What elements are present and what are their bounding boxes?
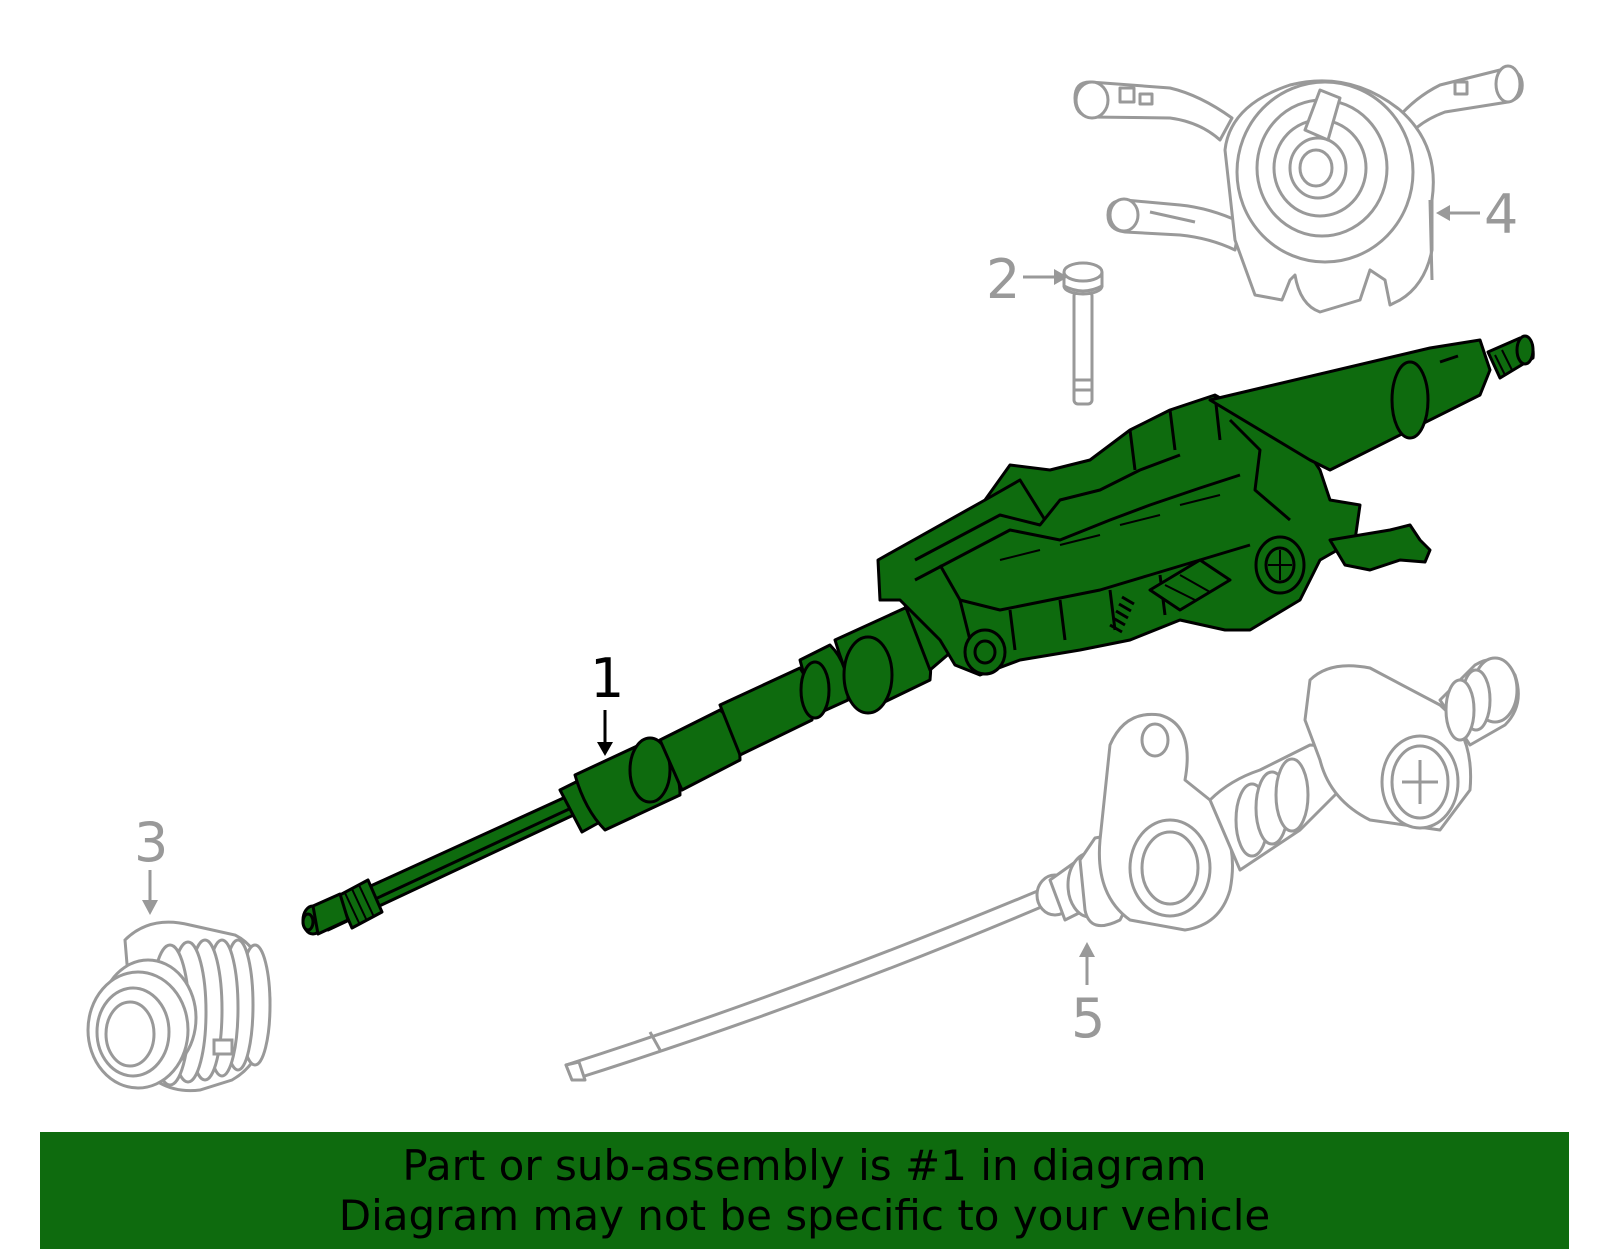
banner-line-2: Diagram may not be specific to your vehi… — [338, 1190, 1271, 1240]
arrowhead-5 — [1079, 942, 1095, 957]
banner-line-1: Part or sub-assembly is #1 in diagram — [402, 1140, 1207, 1190]
arrowhead-1 — [597, 742, 613, 756]
bushing[interactable] — [86, 920, 272, 1093]
intermediate-shaft[interactable] — [564, 656, 1520, 1082]
combination-switch[interactable] — [1073, 64, 1524, 314]
callout-1: 1 — [590, 647, 625, 710]
bolt[interactable] — [1062, 261, 1104, 406]
leader-arrows — [142, 205, 1480, 985]
arrowhead-3 — [142, 900, 158, 915]
callout-4: 4 — [1484, 183, 1519, 246]
callout-3: 3 — [134, 811, 169, 874]
arrowhead-4 — [1436, 205, 1450, 221]
info-banner: Part or sub-assembly is #1 in diagram Di… — [40, 1132, 1569, 1249]
arrowhead-2 — [1054, 269, 1068, 285]
callout-5: 5 — [1071, 987, 1106, 1050]
steering-column[interactable] — [301, 334, 1535, 936]
callout-2: 2 — [986, 248, 1021, 311]
